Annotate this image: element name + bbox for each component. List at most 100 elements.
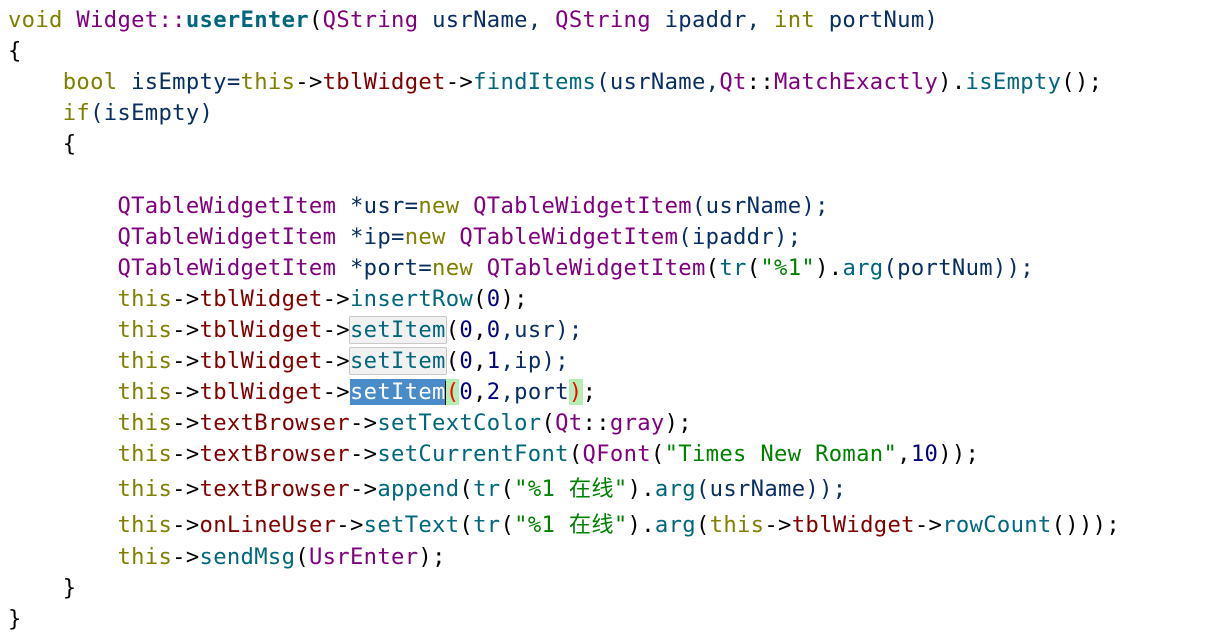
- indent: [8, 131, 63, 157]
- function-call-token: arg: [654, 512, 696, 538]
- keyword-token: this: [117, 512, 173, 538]
- code-token: ,usr);: [500, 317, 583, 343]
- member-token: textBrowser: [199, 410, 350, 436]
- namespace-token: Qt: [555, 410, 583, 436]
- enum-token: MatchExactly: [774, 69, 939, 95]
- keyword-token: this: [117, 544, 173, 570]
- code-token: usrName,: [418, 7, 556, 33]
- keyword-token: this: [117, 379, 173, 405]
- member-token: tblWidget: [199, 348, 323, 374]
- code-token: ,: [897, 441, 911, 467]
- class-name-token: QTableWidgetItem: [486, 255, 706, 281]
- class-name-token: QTableWidgetItem: [117, 193, 337, 219]
- indent: [8, 100, 63, 126]
- code-token: (isEmpty): [90, 100, 214, 126]
- code-token: ->: [172, 379, 200, 405]
- code-token: ,: [473, 317, 487, 343]
- code-line-13: this->tblWidget->setItem(0,2,port);: [8, 377, 596, 407]
- number-literal: 2: [486, 379, 501, 405]
- code-line-1: void Widget::userEnter(QString usrName, …: [8, 5, 938, 35]
- code-token: ->: [914, 512, 943, 538]
- code-token: (ipaddr);: [678, 224, 802, 250]
- keyword-token: this: [117, 348, 173, 374]
- function-call-token: insertRow: [349, 286, 474, 312]
- class-name-token: QTableWidgetItem: [117, 224, 337, 250]
- code-token: ->: [295, 69, 323, 95]
- code-token: ->: [172, 441, 200, 467]
- function-call-token: setTextColor: [377, 410, 542, 436]
- code-line-2: {: [8, 36, 22, 66]
- indent: [8, 317, 117, 343]
- function-call-token: arg: [654, 476, 696, 502]
- code-token: ->: [322, 286, 350, 312]
- keyword-token: this: [117, 317, 173, 343]
- function-call-token: tr: [473, 512, 501, 538]
- code-token: ).: [627, 512, 655, 538]
- member-token: tblWidget: [199, 379, 323, 405]
- code-line-15: this->textBrowser->setCurrentFont(QFont(…: [8, 439, 979, 469]
- code-line-7: QTableWidgetItem *usr=new QTableWidgetIt…: [8, 191, 829, 221]
- code-token: (: [500, 476, 515, 502]
- indent: [8, 224, 117, 250]
- keyword-token: this: [117, 286, 173, 312]
- code-line-3: bool isEmpty=this->tblWidget->findItems(…: [8, 67, 1102, 97]
- code-token: ()));: [1051, 512, 1121, 538]
- text-cursor: [444, 380, 446, 405]
- string-literal: "%1 在线": [514, 512, 628, 538]
- selected-text[interactable]: setItem: [349, 379, 446, 405]
- code-token: );: [418, 544, 446, 570]
- string-literal: "%1": [760, 255, 816, 281]
- code-token: ->: [172, 286, 200, 312]
- keyword-token: this: [240, 69, 296, 95]
- code-token: ->: [349, 476, 378, 502]
- keyword-token: int: [774, 7, 816, 33]
- code-token: ->: [172, 476, 200, 502]
- class-name-token: QTableWidgetItem: [473, 193, 692, 219]
- member-token: tblWidget: [322, 69, 446, 95]
- number-literal: 1: [486, 348, 501, 374]
- code-token: [473, 255, 487, 281]
- indent: [8, 69, 63, 95]
- function-call-token: append: [377, 476, 460, 502]
- code-token: ->: [349, 410, 378, 436]
- code-token: ,port: [500, 379, 569, 405]
- code-token: [459, 193, 473, 219]
- keyword-token: this: [117, 476, 173, 502]
- class-name-token: QTableWidgetItem: [459, 224, 679, 250]
- code-token: ::: [582, 410, 610, 436]
- member-token: textBrowser: [199, 476, 350, 502]
- type-token: QString: [322, 7, 419, 33]
- function-call-token: setItem: [348, 347, 447, 375]
- keyword-token: new: [418, 193, 460, 219]
- function-call-token: tr: [719, 255, 747, 281]
- code-token: (: [746, 255, 761, 281]
- brace-token: {: [62, 131, 77, 157]
- code-line-12: this->tblWidget->setItem(0,1,ip);: [8, 346, 569, 376]
- member-token: textBrowser: [199, 441, 350, 467]
- keyword-token: new: [404, 224, 446, 250]
- enum-token: gray: [609, 410, 665, 436]
- indent: [8, 255, 117, 281]
- code-token: (: [308, 7, 323, 33]
- code-line-16: this->textBrowser->append(tr("%1 在线").ar…: [8, 474, 846, 504]
- number-literal: 0: [459, 317, 474, 343]
- code-token: (portNum));: [883, 255, 1034, 281]
- brace-token: }: [8, 606, 22, 632]
- function-call-token: findItems: [473, 69, 597, 95]
- brace-token: {: [8, 38, 22, 64]
- indent: [8, 575, 63, 601]
- keyword-token: this: [117, 410, 173, 436]
- code-token: ->: [336, 512, 364, 538]
- code-token: (: [541, 410, 556, 436]
- class-name-token: QTableWidgetItem: [117, 255, 337, 281]
- indent: [8, 476, 117, 502]
- keyword-token: void: [8, 7, 63, 33]
- code-line-11: this->tblWidget->setItem(0,0,usr);: [8, 315, 583, 345]
- code-token: );: [664, 410, 692, 436]
- code-token: ->: [764, 512, 792, 538]
- code-line-5: {: [8, 129, 76, 159]
- function-call-token: isEmpty: [965, 69, 1062, 95]
- code-token: portNum): [815, 7, 939, 33]
- code-token: (: [695, 512, 710, 538]
